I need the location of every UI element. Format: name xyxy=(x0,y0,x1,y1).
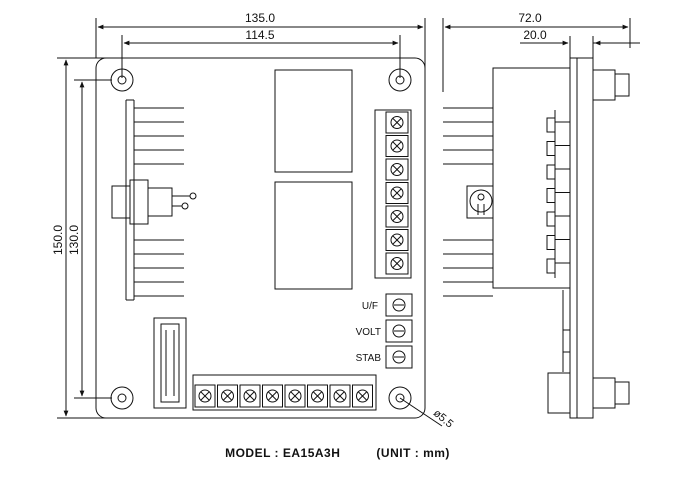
label-overall-height: 150.0 xyxy=(51,225,65,255)
terminal-screw xyxy=(385,111,409,134)
pot-volt xyxy=(385,319,413,343)
mount-hole-top-right xyxy=(388,68,412,92)
component-block-lower xyxy=(274,181,353,290)
terminal-screw xyxy=(385,135,409,157)
label-uf: U/F xyxy=(362,301,378,312)
pot-uf xyxy=(385,293,413,317)
dimension-plate-thickness xyxy=(520,36,640,58)
pot-stab xyxy=(385,345,413,369)
component-block-upper xyxy=(274,69,353,173)
side-terminal xyxy=(546,211,556,227)
side-terminal xyxy=(546,235,556,250)
side-view xyxy=(443,57,630,419)
unit-text: (UNIT : mm) xyxy=(376,446,450,460)
terminal-screw xyxy=(194,384,216,408)
terminal-screw xyxy=(385,182,409,204)
dimension-hole-spacing-height xyxy=(74,79,112,399)
model-text: MODEL : EA15A3H xyxy=(225,446,341,460)
label-volt: VOLT xyxy=(356,327,381,338)
dimension-hole-spacing-width xyxy=(121,35,401,78)
bottom-terminal-block xyxy=(192,374,377,411)
side-terminal xyxy=(546,164,556,180)
fuse-holder xyxy=(153,317,187,409)
terminal-screw xyxy=(385,205,409,228)
label-overall-width: 135.0 xyxy=(245,11,275,25)
label-plate-thickness: 20.0 xyxy=(523,28,547,42)
label-hole-spacing-width: 114.5 xyxy=(245,28,274,42)
terminal-screw xyxy=(385,252,409,275)
side-terminal xyxy=(546,258,556,274)
label-hole-spacing-height: 130.0 xyxy=(67,225,81,255)
hole-diameter-leader xyxy=(399,397,443,427)
mount-hole-bottom-right xyxy=(388,386,412,410)
side-terminal xyxy=(546,188,556,203)
front-board-outline xyxy=(95,57,426,419)
dimension-overall-height xyxy=(57,57,112,419)
side-terminal xyxy=(546,117,556,133)
terminal-screw xyxy=(385,158,409,181)
right-terminal-block xyxy=(374,109,412,279)
terminal-screw xyxy=(284,384,306,408)
terminal-screw xyxy=(239,384,261,408)
terminal-screw xyxy=(307,384,328,408)
label-depth: 72.0 xyxy=(518,11,542,25)
mount-hole-top-left xyxy=(110,68,134,92)
label-stab: STAB xyxy=(356,353,382,364)
model-caption: MODEL : EA15A3H (UNIT : mm) xyxy=(0,446,675,460)
terminal-screw xyxy=(352,384,373,408)
terminal-screw xyxy=(385,229,409,251)
heatsink xyxy=(125,99,184,301)
terminal-screw xyxy=(262,384,283,408)
side-terminal xyxy=(546,141,556,156)
mount-hole-bottom-left xyxy=(110,386,134,410)
label-hole-diameter: ø5.5 xyxy=(431,407,456,430)
power-transistor xyxy=(111,179,197,225)
terminal-screw xyxy=(329,384,351,408)
terminal-screw xyxy=(217,384,238,408)
